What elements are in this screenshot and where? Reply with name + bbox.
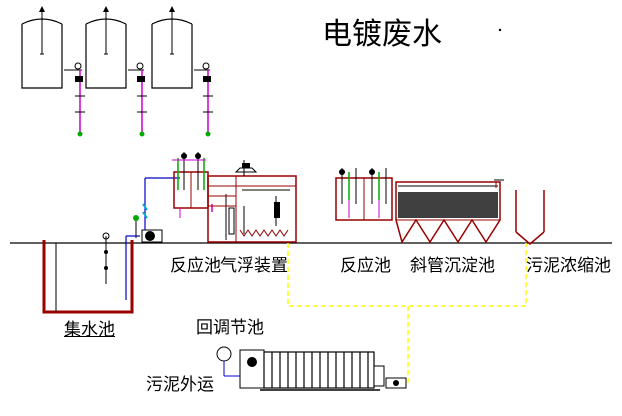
dosing-tank-2 [85, 6, 147, 137]
reaction-tank-2 [335, 168, 393, 221]
sludge-outbound-label: 污泥外运 [146, 375, 214, 395]
filter-press [216, 346, 407, 391]
air-flotation-unit [207, 160, 297, 243]
inclined-tube-settler-label: 斜管沉淀池 [410, 256, 495, 276]
dosing-tanks [21, 6, 502, 137]
reaction-tank-2-label: 反应池 [340, 256, 391, 276]
equalization-tank-label: 回调节池 [196, 318, 264, 338]
lift-pump [133, 177, 180, 243]
inclined-tube-settler [395, 179, 504, 244]
dosing-tank-3 [151, 6, 213, 137]
dosing-tank-1 [21, 6, 85, 137]
reaction-tank-1-label: 反应池 [170, 256, 221, 276]
reaction-tank-1 [172, 152, 213, 218]
sludge-thickener [515, 190, 545, 245]
collection-tank [42, 232, 140, 314]
air-flotation-label: 气浮装置 [220, 256, 288, 276]
diagram-title: 电镀废水 [322, 17, 442, 52]
sludge-thickener-label: 污泥浓缩池 [526, 256, 611, 276]
collection-tank-label: 集水池 [64, 320, 115, 340]
